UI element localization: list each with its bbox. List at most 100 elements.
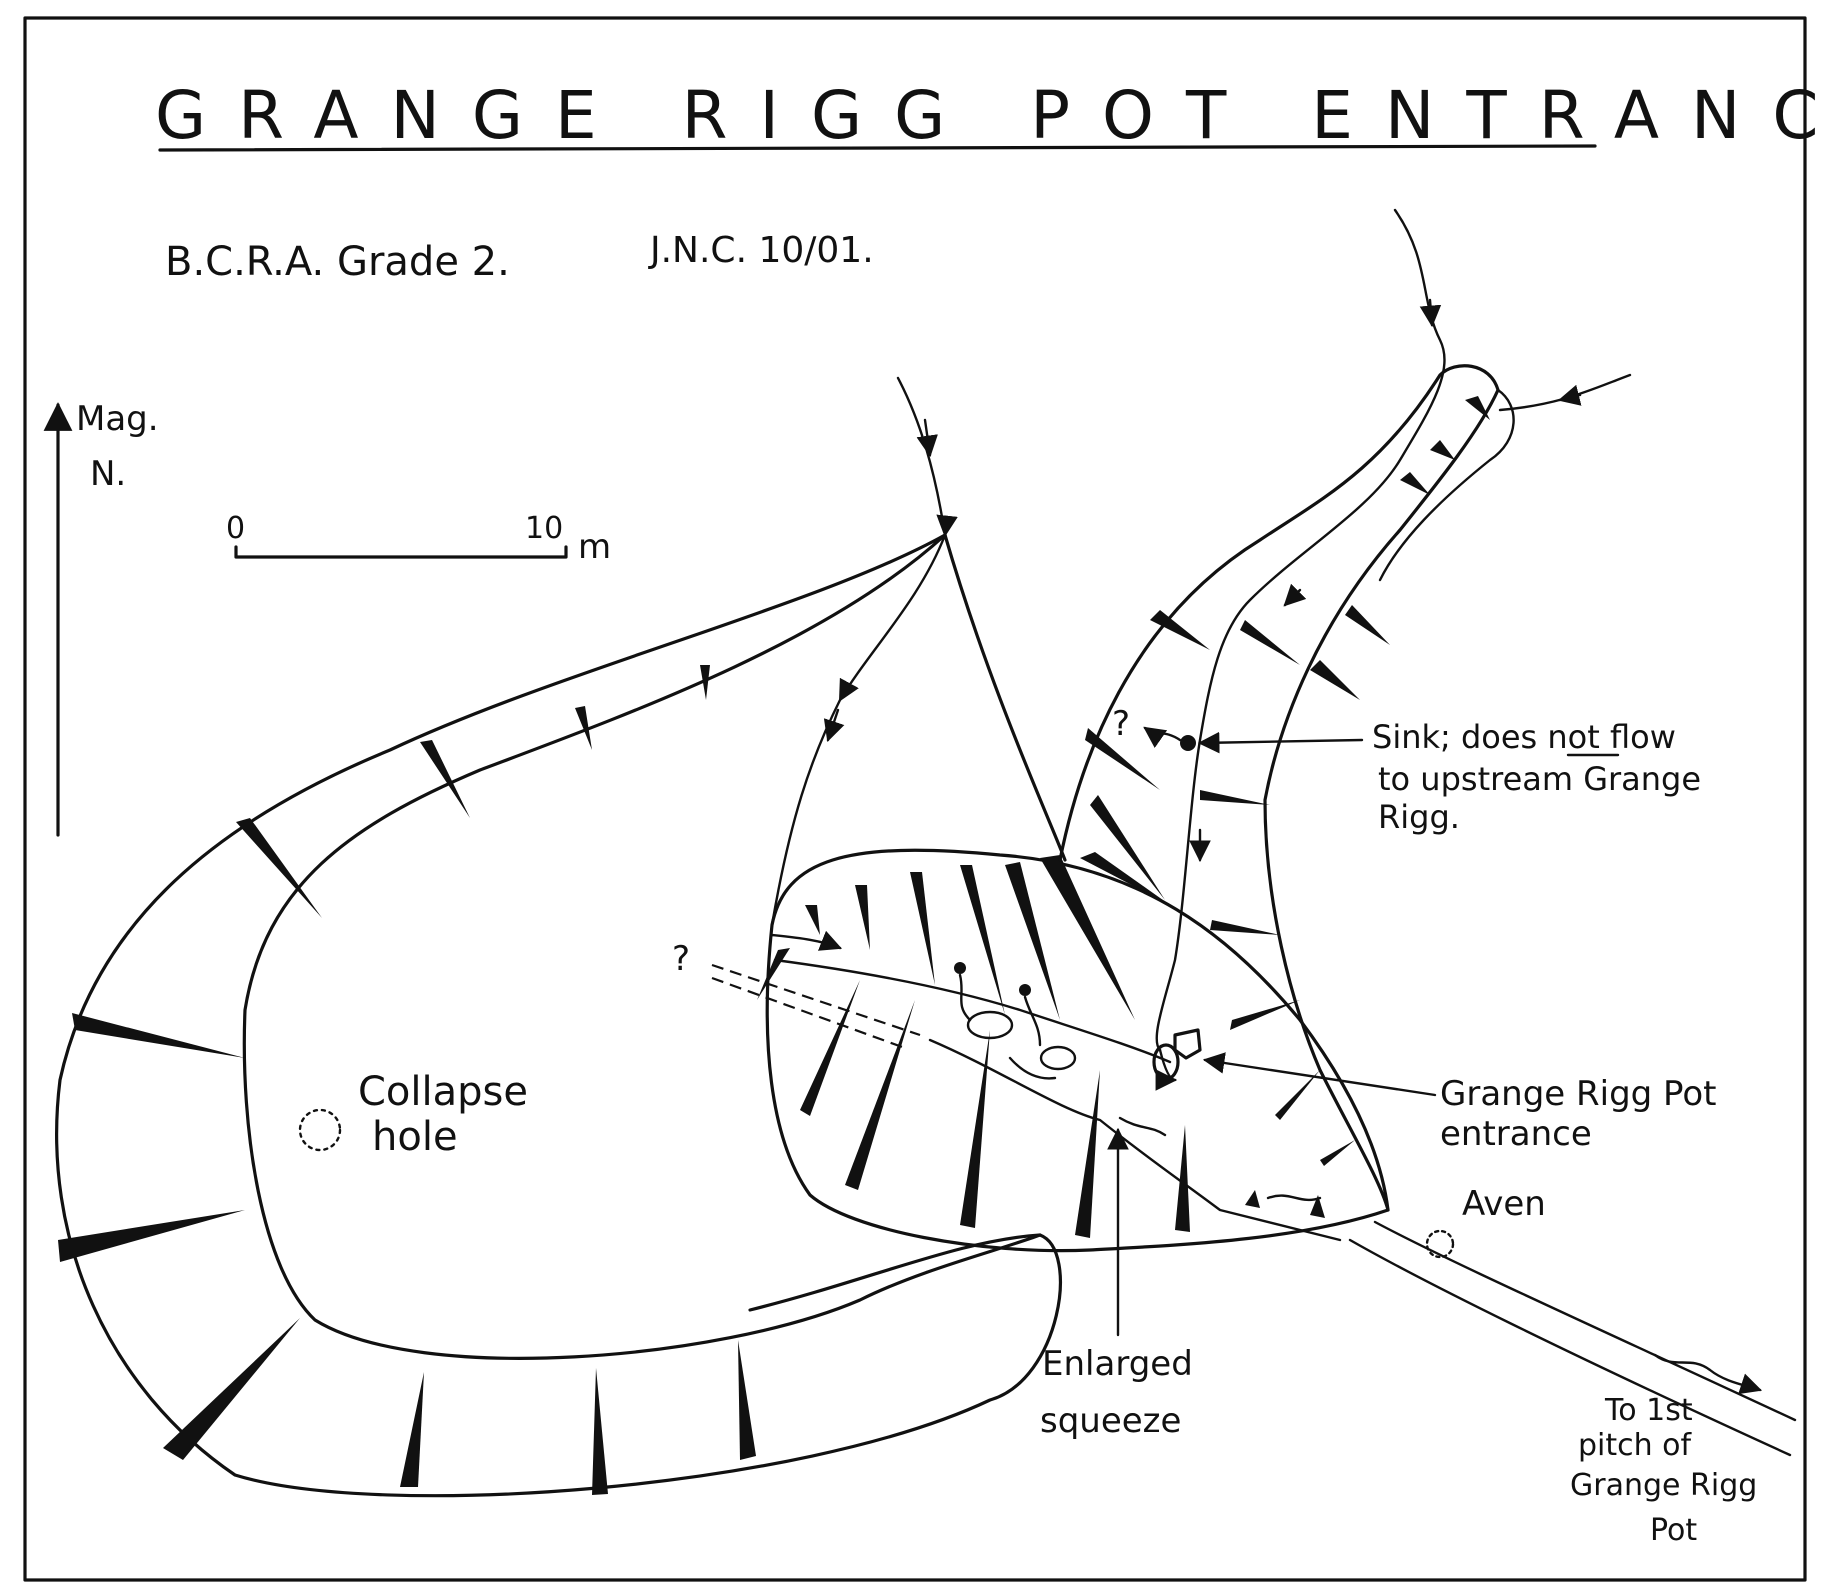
title-underline	[158, 144, 1597, 152]
water-squiggle	[1266, 1194, 1322, 1202]
sink-point	[1180, 735, 1196, 751]
hachure-mark	[855, 885, 870, 950]
exit-passage	[1348, 1220, 1797, 1457]
grade-label: B.C.R.A. Grade 2.	[165, 239, 510, 285]
northern-gully	[943, 364, 1515, 1212]
hachure-mark	[960, 1030, 990, 1228]
entrance-label-line2: entrance	[1440, 1114, 1592, 1154]
hachure-mark	[1245, 1190, 1260, 1208]
gully-east-edge	[1058, 364, 1500, 1212]
hachure-mark	[1005, 862, 1060, 1020]
surveyor-label: J.N.C. 10/01.	[648, 230, 874, 271]
hachure-mark	[400, 1372, 424, 1487]
small-hole	[966, 1010, 1014, 1040]
hachure-mark	[960, 865, 1005, 1015]
stream-north-arrow-2	[1283, 583, 1307, 607]
stream-north	[1155, 208, 1446, 1052]
hachure-mark	[1345, 605, 1390, 645]
stream-to-entrance	[1155, 1048, 1178, 1091]
stream-west	[770, 376, 958, 927]
stream-doline-in	[770, 930, 843, 951]
hachure-mark	[1310, 660, 1360, 700]
scale-bar: 0 10 m	[226, 511, 611, 567]
to-pitch-label-line3: Grange Rigg	[1570, 1468, 1757, 1503]
exit-passage-wall	[1348, 1238, 1792, 1457]
scale-bar-line	[234, 545, 568, 559]
entrance-doline	[757, 848, 1390, 1253]
collapse-depression	[55, 533, 1062, 1498]
water-squiggle	[1118, 1116, 1167, 1137]
entrance-block	[1173, 1028, 1202, 1060]
stream-west-arrow-2	[823, 708, 845, 743]
hachure-mark	[738, 1340, 756, 1460]
streams	[770, 208, 1632, 1091]
water-squiggle	[1008, 1056, 1057, 1080]
sink-leader-arrow	[1197, 731, 1364, 754]
hachure-mark	[1465, 396, 1490, 420]
query-label-left: ?	[672, 939, 690, 979]
entrance-shaft	[1152, 1043, 1180, 1081]
hachure-mark	[575, 706, 592, 750]
stream-north-arrow-1	[1419, 298, 1442, 328]
hachure-mark	[1310, 1195, 1325, 1218]
hachure-mark	[1075, 1070, 1100, 1238]
to-pitch-label-line2: pitch of	[1578, 1428, 1693, 1463]
collapse-hole-icon	[298, 1108, 342, 1152]
hachure-mark	[163, 1318, 300, 1460]
sink-label-line3: Rigg.	[1378, 798, 1460, 836]
hachure-mark	[1400, 472, 1430, 495]
collapse-hole-label: Collapse	[358, 1069, 528, 1115]
scale-end-label: 10	[525, 511, 563, 546]
squeeze-label-line1: Enlarged	[1042, 1344, 1193, 1384]
hachure-mark	[58, 1210, 245, 1262]
hachure-mark	[757, 948, 790, 1000]
water-squiggle	[958, 973, 972, 1022]
sheet-border	[23, 16, 1807, 1582]
hachure-mark	[1175, 1125, 1190, 1232]
exit-stream	[1653, 1353, 1763, 1395]
squeeze-label-line2: squeeze	[1040, 1401, 1181, 1441]
depression-inner-edge	[242, 533, 1042, 1360]
hachure-mark	[1320, 1140, 1355, 1166]
hachure-mark	[700, 665, 710, 700]
passage-features	[711, 958, 1342, 1242]
collapse-hole-label-2: hole	[372, 1114, 458, 1160]
north-label-n: N.	[90, 454, 126, 494]
hachure-mark	[592, 1368, 608, 1495]
sink-label-line2: to upstream Grange	[1378, 760, 1701, 798]
hachure-mark	[420, 740, 470, 818]
aven-label: Aven	[1462, 1184, 1546, 1224]
hachure-mark	[236, 818, 322, 918]
hachure-mark	[800, 980, 860, 1116]
hachure-mark	[805, 905, 820, 935]
query-label-upper: ?	[1112, 704, 1130, 744]
sink-label-line1: Sink; does not flow	[1372, 718, 1676, 756]
hachure-mark	[1210, 920, 1280, 935]
hachure-mark	[1275, 1070, 1320, 1120]
stream-west-arrow-1	[916, 418, 938, 458]
hachure-mark	[910, 872, 935, 985]
page-title: GRANGE RIGG POT ENTRANCE.	[155, 77, 1821, 154]
sink-point	[1019, 984, 1031, 996]
scale-start-label: 0	[226, 511, 245, 546]
hachure-mark	[1200, 790, 1270, 805]
gully-inner-edge	[1378, 388, 1515, 582]
entrance-label-line1: Grange Rigg Pot	[1440, 1074, 1716, 1114]
passage-wall-upper	[773, 958, 1172, 1064]
dashed-passage	[711, 976, 906, 1050]
hachure-mark	[1080, 852, 1170, 905]
hachure-mark	[72, 1013, 245, 1058]
hachure-mark	[1150, 610, 1210, 650]
hachure-mark	[1240, 620, 1300, 665]
aven-icon	[1425, 1229, 1455, 1259]
exit-passage-wall	[1373, 1220, 1797, 1422]
hachure-mark	[1040, 855, 1135, 1020]
hachure-mark	[1230, 1000, 1300, 1030]
north-arrow: Mag. N.	[43, 399, 159, 837]
stream-east-arrow	[1557, 384, 1582, 406]
passage-wall-lower	[928, 1038, 1342, 1242]
sink-query-arrow	[1143, 726, 1182, 748]
hachure-mark	[1085, 728, 1160, 790]
north-label-mag: Mag.	[76, 399, 159, 439]
